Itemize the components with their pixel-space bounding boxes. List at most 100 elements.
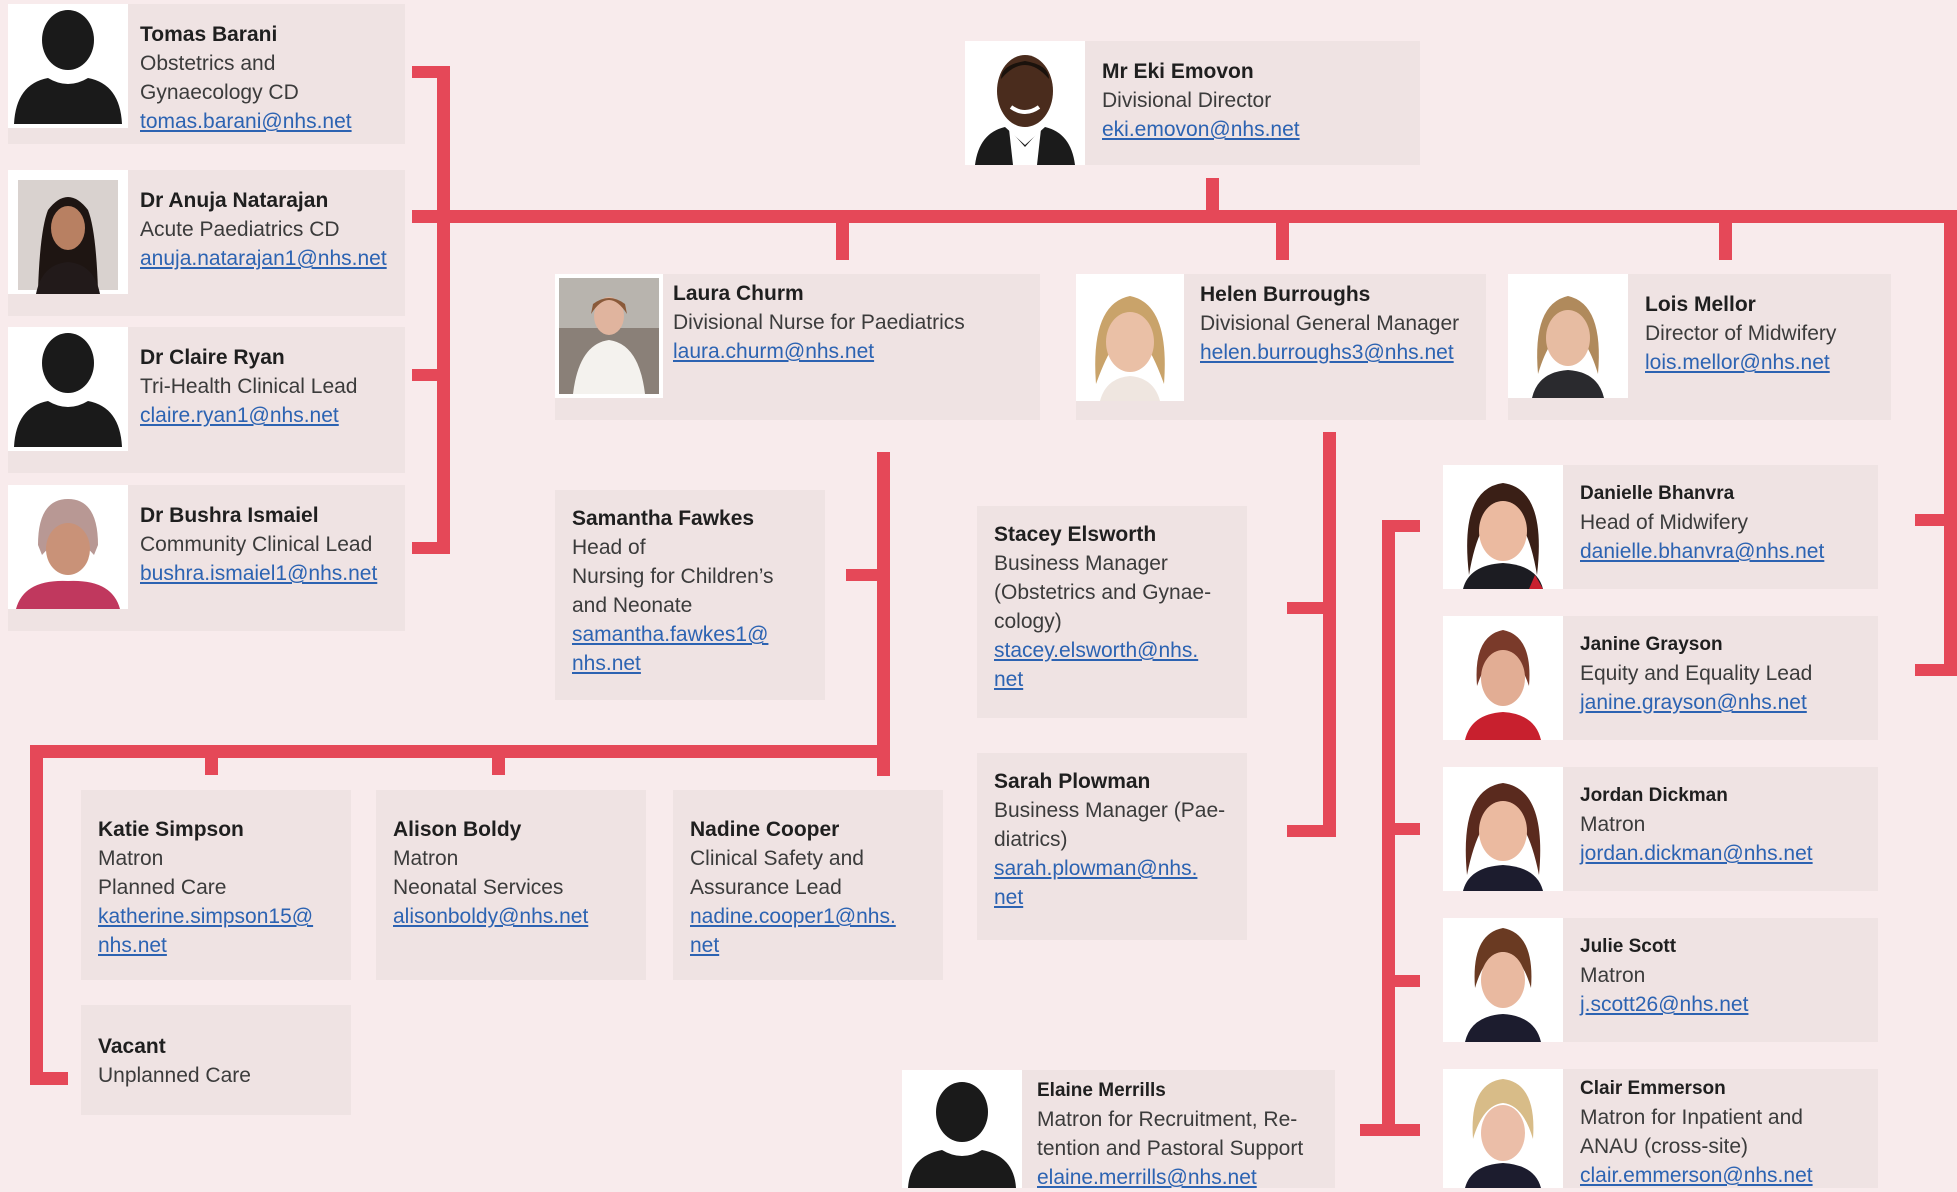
- connector-claire-stub: [412, 369, 450, 381]
- email-janine-grayson[interactable]: janine.grayson@nhs.net: [1580, 691, 1807, 714]
- name-lois-mellor: Lois Mellor: [1645, 293, 1756, 316]
- email-clair-emmerson[interactable]: clair.emmerson@nhs.net: [1580, 1164, 1813, 1187]
- silhouette-icon: [902, 1070, 1022, 1188]
- photo-anuja-natarajan: [8, 170, 128, 294]
- card-sarah-plowman: Sarah Plowman Business Manager (Pae- dia…: [977, 753, 1247, 940]
- email-sarah-plowman-line1[interactable]: sarah.plowman@nhs.: [994, 857, 1198, 880]
- email-julie-scott[interactable]: j.scott26@nhs.net: [1580, 993, 1749, 1016]
- card-claire-ryan: Dr Claire Ryan Tri-Health Clinical Lead …: [8, 327, 405, 473]
- connector-danielle-stub: [1915, 514, 1957, 526]
- email-nadine-cooper-line1[interactable]: nadine.cooper1@nhs.: [690, 905, 896, 928]
- connector-samantha-stub: [846, 569, 890, 581]
- connector-sarah-stub: [1287, 825, 1336, 837]
- email-claire-ryan[interactable]: claire.ryan1@nhs.net: [140, 404, 339, 427]
- role-nadine-cooper-line1: Clinical Safety and: [690, 847, 864, 870]
- card-janine-grayson: Janine Grayson Equity and Equality Lead …: [1443, 616, 1878, 740]
- role-vacant: Unplanned Care: [98, 1064, 251, 1087]
- card-clair-emmerson: Clair Emmerson Matron for Inpatient and …: [1443, 1069, 1878, 1188]
- role-katie-simpson-line2: Planned Care: [98, 876, 227, 899]
- role-stacey-elsworth-line1: Business Manager: [994, 552, 1168, 575]
- name-laura-churm: Laura Churm: [673, 282, 804, 305]
- connector-alison-drop: [492, 745, 505, 775]
- connector-laura-vertical: [877, 452, 890, 776]
- role-eki-emovon: Divisional Director: [1102, 89, 1272, 112]
- email-danielle-bhanvra[interactable]: danielle.bhanvra@nhs.net: [1580, 540, 1825, 563]
- connector-helen-vertical: [1323, 432, 1336, 837]
- email-sarah-plowman-line2[interactable]: net: [994, 886, 1024, 909]
- card-anuja-natarajan: Dr Anuja Natarajan Acute Paediatrics CD …: [8, 170, 405, 316]
- role-clair-emmerson-line1: Matron for Inpatient and: [1580, 1106, 1803, 1129]
- name-claire-ryan: Dr Claire Ryan: [140, 346, 285, 369]
- role-bushra-ismaiel: Community Clinical Lead: [140, 533, 373, 556]
- silhouette-icon: [8, 4, 128, 128]
- role-jordan-dickman: Matron: [1580, 813, 1646, 836]
- name-sarah-plowman: Sarah Plowman: [994, 770, 1151, 793]
- connector-tomas-stub: [412, 66, 450, 78]
- email-lois-mellor[interactable]: lois.mellor@nhs.net: [1645, 351, 1830, 374]
- email-elaine-merrills[interactable]: elaine.merrills@nhs.net: [1037, 1166, 1257, 1189]
- photo-jordan-dickman: [1443, 767, 1563, 891]
- role-helen-burroughs: Divisional General Manager: [1200, 312, 1460, 335]
- connector-stacey-stub: [1287, 602, 1336, 614]
- photo-eki-emovon: [965, 41, 1085, 165]
- silhouette-icon: [8, 327, 128, 451]
- name-bushra-ismaiel: Dr Bushra Ismaiel: [140, 504, 319, 527]
- role-julie-scott: Matron: [1580, 964, 1646, 987]
- role-katie-simpson-line1: Matron: [98, 847, 164, 870]
- email-bushra-ismaiel[interactable]: bushra.ismaiel1@nhs.net: [140, 562, 378, 585]
- email-tomas-barani[interactable]: tomas.barani@nhs.net: [140, 110, 352, 133]
- card-alison-boldy: Alison Boldy Matron Neonatal Services al…: [376, 790, 646, 980]
- role-lois-mellor: Director of Midwifery: [1645, 322, 1837, 345]
- email-eki-emovon[interactable]: eki.emovon@nhs.net: [1102, 118, 1300, 141]
- name-eki-emovon: Mr Eki Emovon: [1102, 60, 1254, 83]
- role-stacey-elsworth-line2: (Obstetrics and Gynae-: [994, 581, 1212, 604]
- role-alison-boldy-line1: Matron: [393, 847, 459, 870]
- email-katie-simpson-line1[interactable]: katherine.simpson15@: [98, 905, 314, 928]
- email-jordan-dickman[interactable]: jordan.dickman@nhs.net: [1580, 842, 1813, 865]
- email-helen-burroughs[interactable]: helen.burroughs3@nhs.net: [1200, 341, 1454, 364]
- role-alison-boldy-line2: Neonatal Services: [393, 876, 564, 899]
- name-vacant: Vacant: [98, 1035, 166, 1058]
- email-nadine-cooper-line2[interactable]: net: [690, 934, 720, 957]
- role-sarah-plowman-line1: Business Manager (Pae-: [994, 799, 1226, 822]
- email-anuja-natarajan[interactable]: anuja.natarajan1@nhs.net: [140, 247, 387, 270]
- email-stacey-elsworth-line1[interactable]: stacey.elsworth@nhs.: [994, 639, 1199, 662]
- name-helen-burroughs: Helen Burroughs: [1200, 283, 1371, 306]
- card-elaine-merrills: Elaine Merrills Matron for Recruitment, …: [902, 1070, 1335, 1189]
- role-nadine-cooper-line2: Assurance Lead: [690, 876, 842, 899]
- connector-left-vertical: [437, 66, 450, 554]
- email-samantha-fawkes-line2[interactable]: nhs.net: [572, 652, 641, 675]
- connector-janine-stub: [1915, 664, 1957, 676]
- connector-julie-stub: [1382, 975, 1420, 987]
- card-eki-emovon: Mr Eki Emovon Divisional Director eki.em…: [965, 41, 1420, 165]
- name-jordan-dickman: Jordan Dickman: [1580, 785, 1728, 806]
- connector-lois-drop: [1719, 210, 1732, 260]
- card-nadine-cooper: Nadine Cooper Clinical Safety and Assura…: [673, 790, 943, 980]
- name-katie-simpson: Katie Simpson: [98, 818, 244, 841]
- card-tomas-barani: Tomas Barani Obstetrics and Gynaecology …: [8, 4, 405, 144]
- connector-vacant-vertical: [30, 745, 43, 1085]
- name-julie-scott: Julie Scott: [1580, 936, 1677, 957]
- email-stacey-elsworth-line2[interactable]: net: [994, 668, 1024, 691]
- card-laura-churm: Laura Churm Divisional Nurse for Paediat…: [555, 274, 1040, 420]
- photo-bushra-ismaiel: [8, 485, 128, 609]
- connector-director-drop: [1206, 178, 1219, 223]
- photo-danielle-bhanvra: [1443, 465, 1563, 589]
- name-samantha-fawkes: Samantha Fawkes: [572, 507, 755, 530]
- email-alison-boldy[interactable]: alisonboldy@nhs.net: [393, 905, 589, 928]
- connector-helen-drop: [1276, 210, 1289, 260]
- role-samantha-fawkes-line1: Head of: [572, 536, 646, 559]
- name-anuja-natarajan: Dr Anuja Natarajan: [140, 189, 329, 212]
- role-claire-ryan: Tri-Health Clinical Lead: [140, 375, 358, 398]
- role-janine-grayson: Equity and Equality Lead: [1580, 662, 1813, 685]
- card-julie-scott: Julie Scott Matron j.scott26@nhs.net: [1443, 918, 1878, 1042]
- name-danielle-bhanvra: Danielle Bhanvra: [1580, 483, 1735, 504]
- email-samantha-fawkes-line1[interactable]: samantha.fawkes1@: [572, 623, 769, 646]
- role-danielle-bhanvra: Head of Midwifery: [1580, 511, 1749, 534]
- email-laura-churm[interactable]: laura.churm@nhs.net: [673, 340, 875, 363]
- name-tomas-barani: Tomas Barani: [140, 23, 278, 46]
- photo-janine-grayson: [1443, 616, 1563, 740]
- photo-julie-scott: [1443, 918, 1563, 1042]
- email-katie-simpson-line2[interactable]: nhs.net: [98, 934, 167, 957]
- card-helen-burroughs: Helen Burroughs Divisional General Manag…: [1076, 274, 1486, 420]
